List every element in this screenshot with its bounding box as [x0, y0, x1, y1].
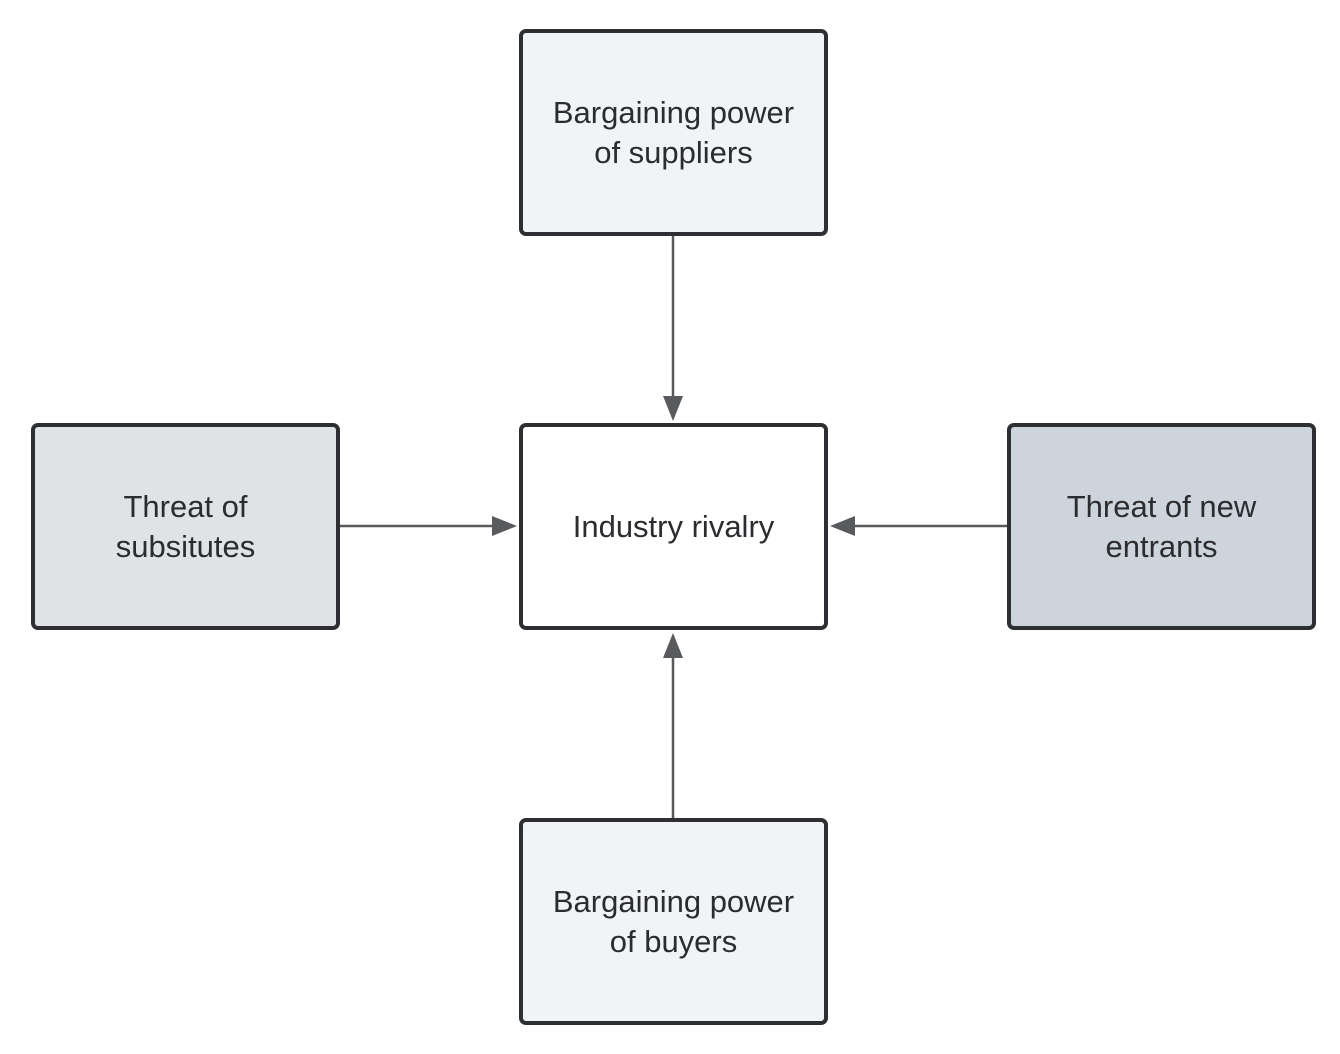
- edge-substitutes-to-rivalry: [340, 516, 517, 536]
- arrowhead-icon: [492, 516, 517, 536]
- edge-entrants-to-rivalry: [830, 516, 1007, 536]
- node-threat-of-new-entrants: Threat of new entrants: [1007, 423, 1316, 630]
- node-label: Threat of new entrants: [1066, 488, 1257, 564]
- node-label: Bargaining power of suppliers: [552, 94, 795, 170]
- node-bargaining-power-of-suppliers: Bargaining power of suppliers: [519, 29, 828, 236]
- node-industry-rivalry: Industry rivalry: [519, 423, 828, 630]
- arrowhead-icon: [663, 396, 683, 421]
- node-label: Bargaining power of buyers: [552, 883, 795, 959]
- node-label: Industry rivalry: [572, 508, 775, 544]
- node-threat-of-substitutes: Threat of subsitutes: [31, 423, 340, 630]
- edge-buyers-to-rivalry: [663, 633, 683, 818]
- arrowhead-icon: [830, 516, 855, 536]
- arrowhead-icon: [663, 633, 683, 658]
- edge-suppliers-to-rivalry: [663, 236, 683, 421]
- node-label: Threat of subsitutes: [115, 488, 256, 564]
- node-bargaining-power-of-buyers: Bargaining power of buyers: [519, 818, 828, 1025]
